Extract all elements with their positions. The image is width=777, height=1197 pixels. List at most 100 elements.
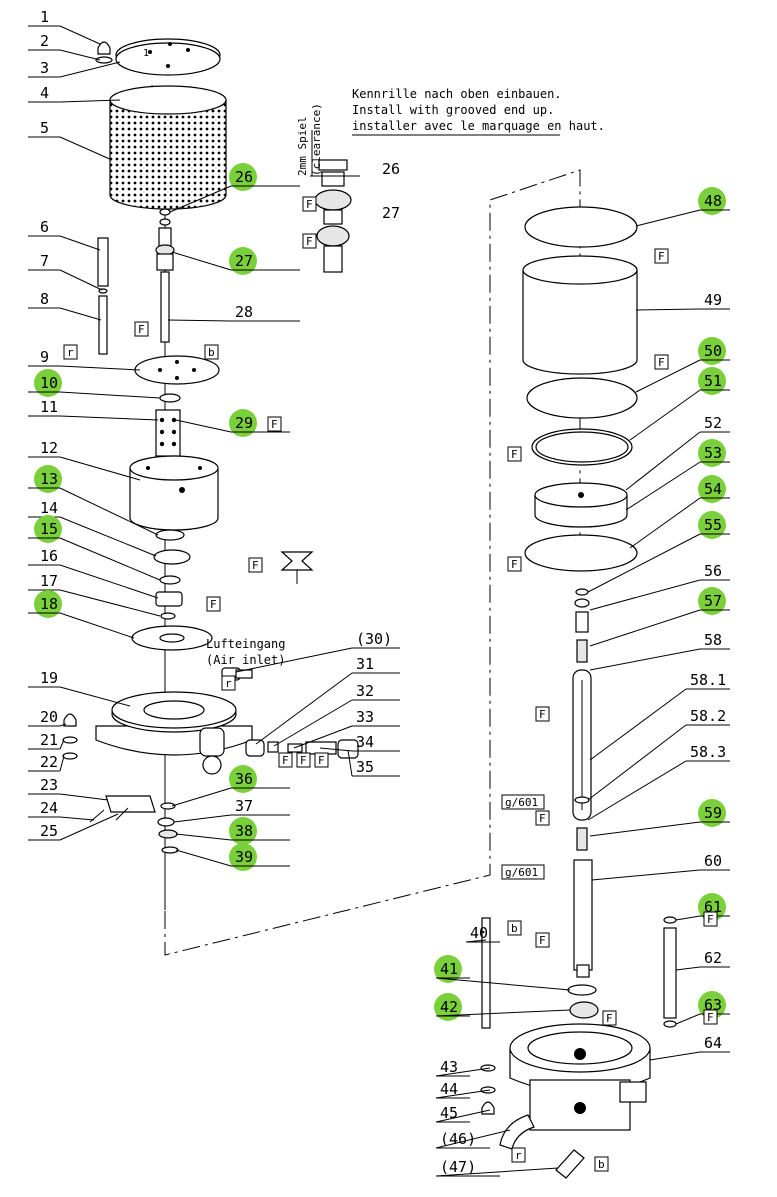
part-number-37: 37 xyxy=(235,797,253,815)
marker-box-23 xyxy=(511,1147,526,1163)
highlight-marker-29 xyxy=(229,409,257,437)
part-number-20: 20 xyxy=(40,708,58,726)
callout-leader-24 xyxy=(59,816,95,821)
part-number-38: 38 xyxy=(235,822,253,840)
callout-leader-27 xyxy=(171,251,232,271)
part-number-52: 52 xyxy=(704,414,722,432)
callout-leader-47 xyxy=(435,1167,559,1177)
marker-box-18 xyxy=(535,810,550,826)
part-number-51: 51 xyxy=(704,372,722,390)
highlight-marker-13 xyxy=(34,465,62,493)
callout-leader-34 xyxy=(319,747,353,752)
part-number-55: 55 xyxy=(704,516,722,534)
highlight-marker-26 xyxy=(229,163,257,191)
callout-leader-6 xyxy=(59,235,101,251)
marker-letter-5: F xyxy=(271,418,278,431)
callout-leader-22 xyxy=(59,755,65,772)
part-number-15: 15 xyxy=(40,520,58,538)
callout-leader-63 xyxy=(675,1013,701,1025)
part-number-56: 56 xyxy=(704,562,722,580)
callout-leader-51 xyxy=(629,389,701,441)
highlight-marker-51 xyxy=(698,367,726,395)
marker-box-26 xyxy=(703,1009,718,1025)
part-number-34: 34 xyxy=(356,733,374,751)
callout-leader-12 xyxy=(59,456,141,481)
part-number-31: 31 xyxy=(356,655,374,673)
marker-box-24 xyxy=(594,1156,609,1172)
air-inlet-sublabel: (Air inlet) xyxy=(206,653,285,667)
highlight-marker-48 xyxy=(698,187,726,215)
callout-leader-15 xyxy=(59,537,161,581)
callout-leader-62 xyxy=(675,966,701,971)
part-number-19: 19 xyxy=(40,669,58,687)
highlight-marker-36 xyxy=(229,765,257,793)
part-number-58.3: 58.3 xyxy=(690,743,726,761)
highlight-marker-54 xyxy=(698,475,726,503)
callout-leader-23 xyxy=(59,793,109,801)
marker-letter-3: r xyxy=(67,346,74,359)
marker-box-17 xyxy=(501,794,545,810)
marker-box-11 xyxy=(314,752,329,768)
marker-box-14 xyxy=(507,446,522,462)
marker-box-6 xyxy=(206,596,221,612)
marker-letter-15: F xyxy=(511,558,518,571)
highlight-marker-41 xyxy=(434,955,462,983)
callout-leader-14 xyxy=(59,516,157,557)
part-number-44: 44 xyxy=(440,1080,458,1098)
part-number-28: 28 xyxy=(235,303,253,321)
marker-box-19 xyxy=(501,864,545,880)
marker-letter-7: F xyxy=(252,559,259,572)
part-number-9: 9 xyxy=(40,348,49,366)
callout-leader-45 xyxy=(435,1109,491,1123)
detail-label-27: 27 xyxy=(382,204,400,222)
marker-letter-1: F xyxy=(306,235,313,248)
install-note-fr: installer avec le marquage en haut. xyxy=(352,119,605,133)
part-number-8: 8 xyxy=(40,290,49,308)
part-number-30: (30) xyxy=(356,630,392,648)
marker-letter-23: r xyxy=(515,1149,522,1162)
marker-letter-13: F xyxy=(658,356,665,369)
marker-box-0 xyxy=(302,196,317,212)
callout-leader-32 xyxy=(273,699,353,747)
callout-leader-59 xyxy=(589,821,701,837)
callout-leader-16 xyxy=(59,564,159,599)
marker-letter-2: F xyxy=(138,323,145,336)
marker-letter-21: b xyxy=(511,922,518,935)
lid-sheet-label: 1 xyxy=(143,48,149,59)
part-number-42: 42 xyxy=(440,998,458,1016)
marker-box-10 xyxy=(296,752,311,768)
callout-leader-56 xyxy=(589,579,701,611)
callout-leader-53 xyxy=(625,461,701,511)
callout-leader-20 xyxy=(59,723,67,727)
highlight-marker-15 xyxy=(34,515,62,543)
marker-letter-17: g/601 xyxy=(505,796,538,809)
part-number-3: 3 xyxy=(40,59,49,77)
marker-box-16 xyxy=(535,706,550,722)
marker-letter-14: F xyxy=(511,448,518,461)
callout-leader-29 xyxy=(175,419,232,433)
part-number-16: 16 xyxy=(40,547,58,565)
callout-leader-40 xyxy=(465,939,487,943)
callout-leader-58.3 xyxy=(587,760,687,821)
part-number-7: 7 xyxy=(40,252,49,270)
callout-leader-50 xyxy=(635,359,701,393)
part-number-4: 4 xyxy=(40,84,49,102)
part-number-13: 13 xyxy=(40,470,58,488)
callout-leader-64 xyxy=(649,1051,701,1061)
part-number-50: 50 xyxy=(704,342,722,360)
callout-leader-28 xyxy=(167,319,232,322)
callout-leader-38 xyxy=(175,833,232,841)
highlight-marker-18 xyxy=(34,590,62,618)
marker-letter-0: F xyxy=(306,198,313,211)
callout-leader-1 xyxy=(59,25,101,45)
part-number-2: 2 xyxy=(40,32,49,50)
part-number-58.1: 58.1 xyxy=(690,671,726,689)
marker-letter-24: b xyxy=(598,1158,605,1171)
highlight-marker-53 xyxy=(698,439,726,467)
part-number-32: 32 xyxy=(356,682,374,700)
part-number-6: 6 xyxy=(40,218,49,236)
part-number-45: 45 xyxy=(440,1104,458,1122)
part-number-1: 1 xyxy=(40,8,49,26)
clearance-label: 2mm Spiel xyxy=(296,116,309,176)
